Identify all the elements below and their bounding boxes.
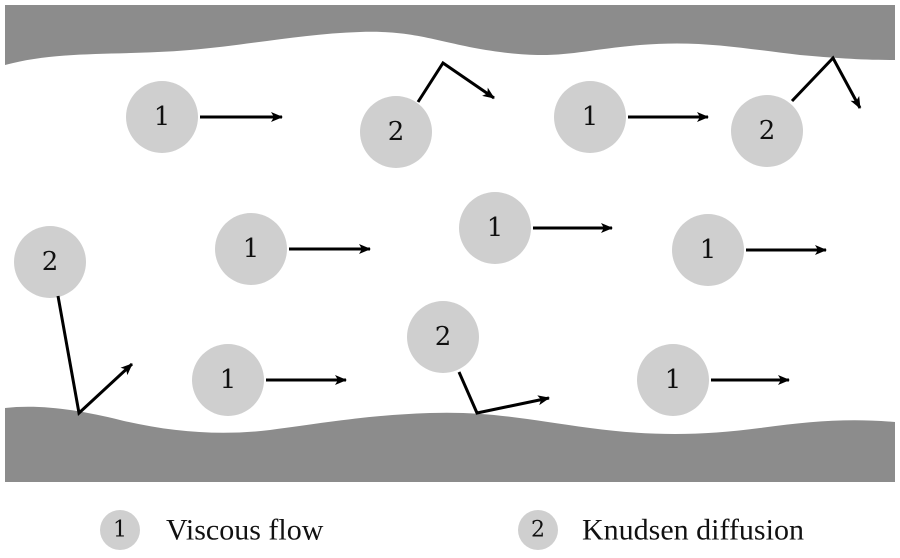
- legend-label: Viscous flow: [166, 514, 324, 547]
- particle-label: 1: [154, 102, 171, 132]
- particle-1-viscous: 1: [554, 81, 709, 153]
- particle-label: 1: [243, 234, 260, 264]
- diffusion-arrow: [790, 55, 862, 109]
- particle-1-viscous: 1: [215, 213, 371, 285]
- legend: 1 Viscous flow 2 Knudsen diffusion: [100, 510, 804, 550]
- particle-label: 1: [220, 365, 237, 395]
- legend-label: Knudsen diffusion: [582, 514, 804, 547]
- particle-label: 1: [700, 235, 717, 265]
- particle-label: 2: [435, 322, 452, 352]
- particle-2-knudsen: 2: [407, 301, 550, 415]
- bottom-wall: [5, 406, 895, 482]
- particle-label: 2: [42, 247, 59, 277]
- legend-item-viscous: 1 Viscous flow: [100, 510, 324, 550]
- particle-label: 1: [665, 365, 682, 395]
- legend-item-knudsen: 2 Knudsen diffusion: [518, 510, 804, 550]
- particle-label: 1: [582, 102, 599, 132]
- legend-swatch: [100, 510, 140, 550]
- particle-2-knudsen: 2: [14, 226, 134, 416]
- legend-symbol: 2: [531, 518, 545, 543]
- diffusion-arrow: [416, 60, 495, 103]
- particle-1-viscous: 1: [459, 192, 613, 264]
- particle-label: 2: [388, 117, 405, 147]
- legend-swatch: [518, 510, 558, 550]
- particle-2-knudsen: 2: [360, 60, 495, 168]
- diffusion-arrow: [457, 371, 550, 415]
- particle-1-viscous: 1: [192, 344, 347, 416]
- particle-1-viscous: 1: [672, 214, 827, 286]
- top-wall: [5, 5, 895, 65]
- particle-label: 2: [759, 116, 776, 146]
- particle-1-viscous: 1: [126, 81, 283, 153]
- legend-symbol: 1: [113, 518, 127, 543]
- particle-label: 1: [487, 213, 504, 243]
- particle-1-viscous: 1: [637, 344, 790, 416]
- diffusion-arrow: [56, 295, 134, 416]
- particle-2-knudsen: 2: [731, 55, 862, 167]
